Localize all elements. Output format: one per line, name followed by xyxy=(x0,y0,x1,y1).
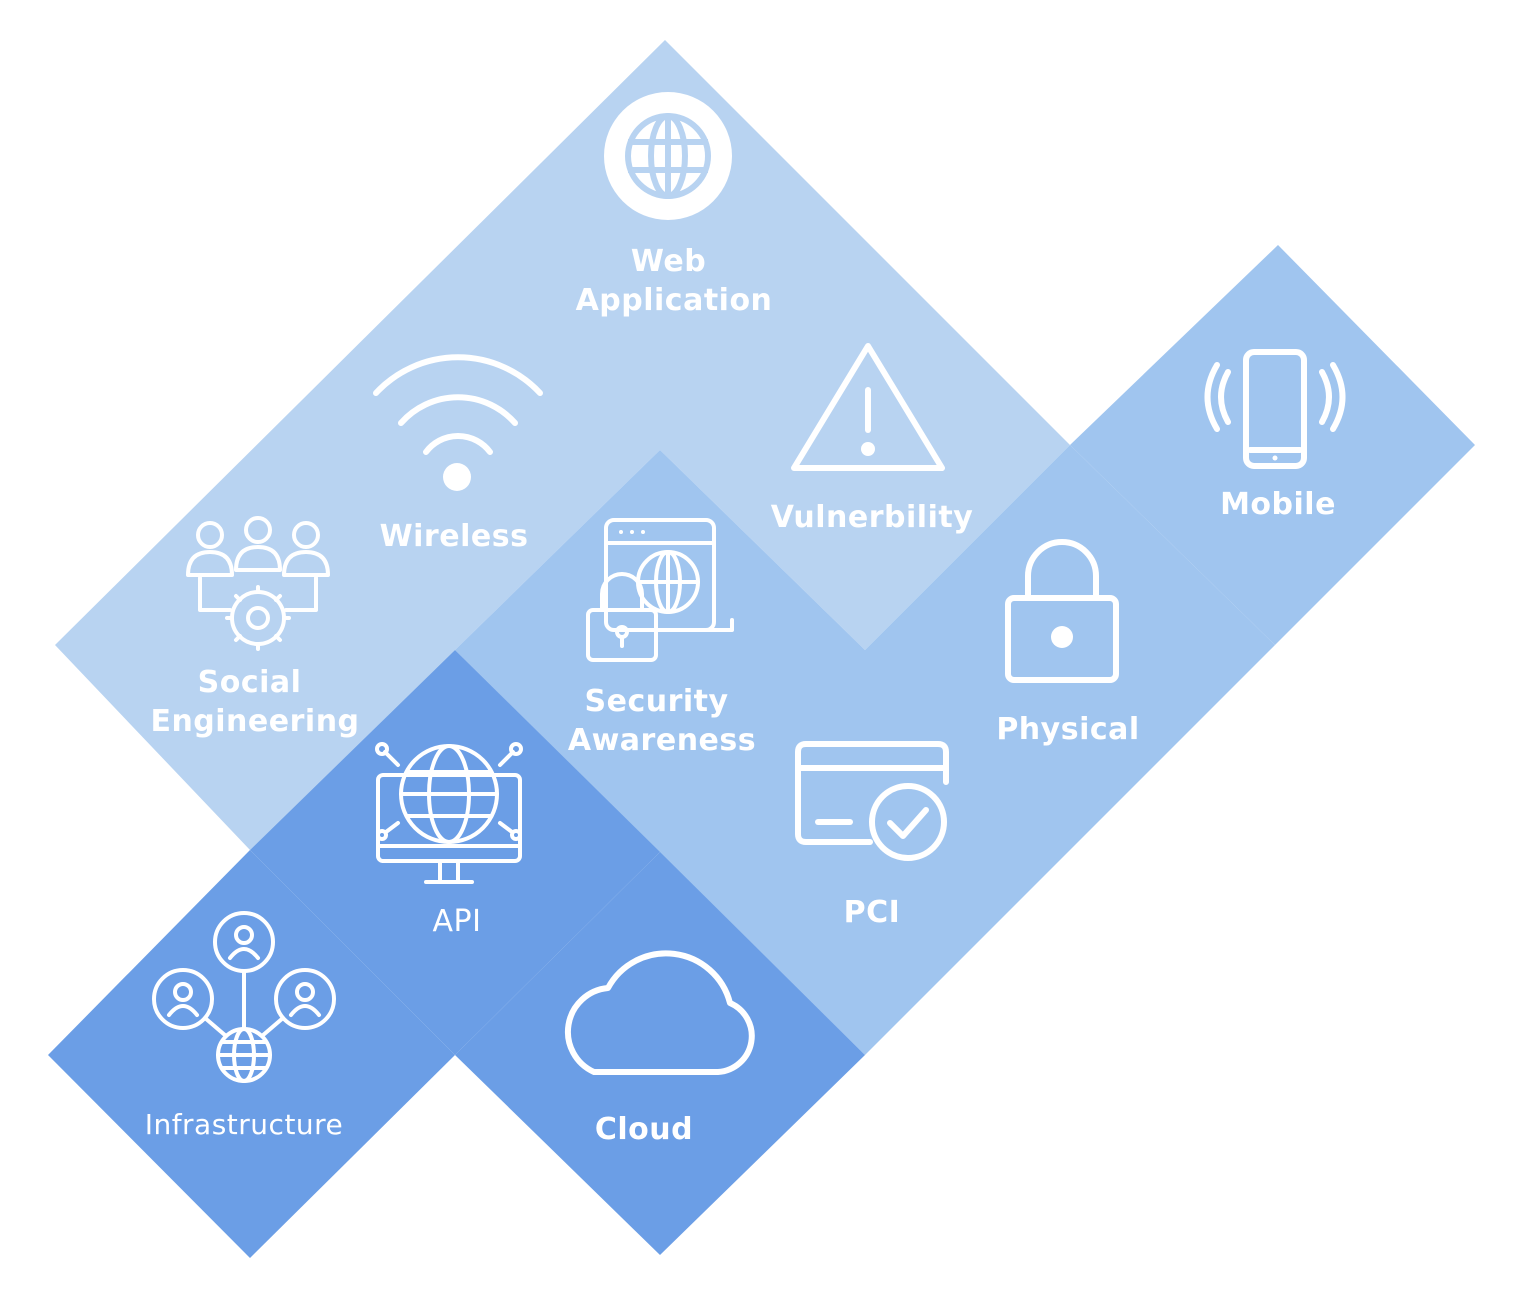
label-physical: Physical xyxy=(996,712,1139,747)
label-web-application: Web Application xyxy=(576,244,773,318)
label-api: API xyxy=(433,904,482,939)
padlock-icon xyxy=(1005,539,1119,683)
tile-api-shape xyxy=(250,650,660,1055)
vibrating-phone-icon xyxy=(1204,349,1346,469)
card-check-icon xyxy=(795,741,949,861)
wifi-icon xyxy=(373,354,543,491)
tile-shapes xyxy=(48,40,1475,1258)
tile-mobile-shape xyxy=(1070,245,1475,645)
label-wireless: Wireless xyxy=(380,519,529,554)
cloud-icon xyxy=(564,950,755,1075)
warning-icon xyxy=(791,343,945,471)
label-social-engineering: Social Engineering xyxy=(150,665,359,739)
tile-cloud-shape xyxy=(455,852,865,1255)
label-pci: PCI xyxy=(844,895,901,930)
label-mobile: Mobile xyxy=(1220,487,1336,522)
network-users-icon xyxy=(152,911,336,1083)
label-vulnerbility: Vulnerbility xyxy=(771,500,974,535)
monitor-globe-icon xyxy=(375,742,523,884)
browser-lock-icon xyxy=(586,518,734,662)
label-cloud: Cloud xyxy=(595,1112,693,1147)
tile-web-application-shape xyxy=(55,40,1070,850)
people-gear-icon xyxy=(186,516,330,651)
tile-labels: Web Application Wireless Social Engineer… xyxy=(145,244,1336,1147)
label-security-awareness: Security Awareness xyxy=(568,684,756,758)
globe-icon xyxy=(604,92,732,220)
label-infrastructure: Infrastructure xyxy=(145,1108,344,1141)
